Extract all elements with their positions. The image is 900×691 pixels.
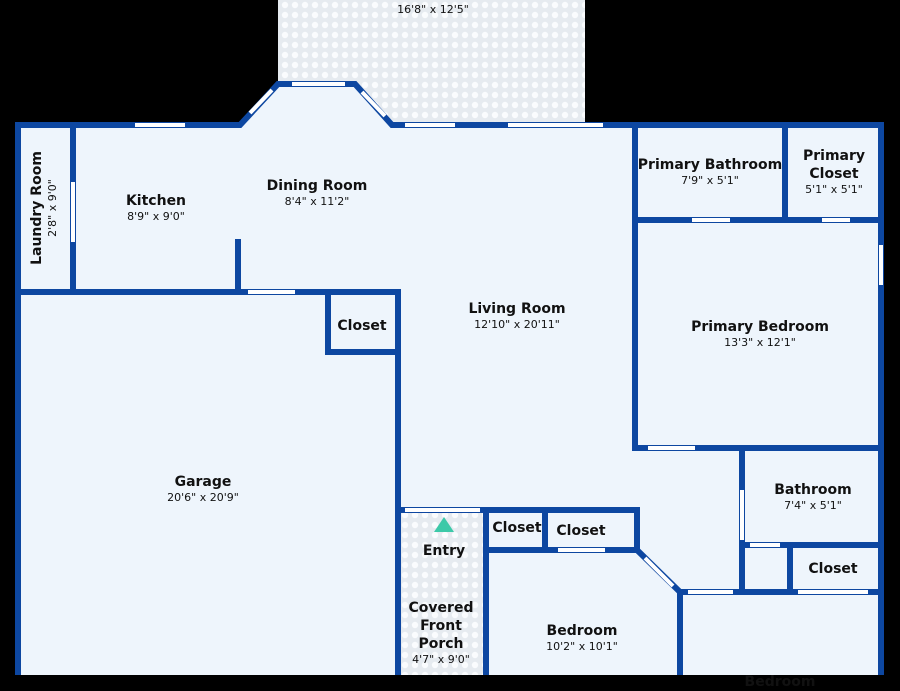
room-name: Bedroom <box>546 623 618 639</box>
room-name: Covered Front Porch <box>408 600 474 652</box>
patio-label: 16'8" x 12'5" <box>397 3 469 17</box>
bedroom-2-label: Bedroom <box>745 673 816 691</box>
room-dims: 13'3" x 12'1" <box>724 336 796 349</box>
room-name: Kitchen <box>125 193 187 209</box>
room-dims: 12'10" x 20'11" <box>474 318 560 331</box>
entry-arrow-icon <box>434 517 454 532</box>
room-name: Entry <box>422 543 466 559</box>
room-name: Primary Bedroom <box>691 319 829 335</box>
entry-label: Entry <box>423 542 465 560</box>
room-name: Bedroom <box>744 674 816 690</box>
room-name: Garage <box>174 474 232 490</box>
entry-closet-label: Closet <box>492 519 541 537</box>
interior-floor <box>18 84 881 675</box>
room-name: Bathroom <box>774 482 852 498</box>
hall-closet-label: Closet <box>556 522 605 540</box>
room-dims: 2'8" x 9'0" <box>46 179 59 237</box>
room-name: Primary Bathroom <box>637 157 783 173</box>
room-name: Closet <box>808 561 858 577</box>
room-name: Closet <box>337 318 387 334</box>
room-name: Closet <box>492 520 542 536</box>
room-dims: 8'9" x 9'0" <box>127 210 185 223</box>
room-name: Dining Room <box>266 178 368 194</box>
room-dims: 8'4" x 11'2" <box>284 195 350 208</box>
room-dims: 7'9" x 5'1" <box>681 174 739 187</box>
room-dims: 7'4" x 5'1" <box>784 499 842 512</box>
room-name: Living Room <box>468 301 566 317</box>
room-dims: 4'7" x 9'0" <box>412 653 470 666</box>
windows-doors <box>71 82 883 594</box>
room-name: Closet <box>556 523 606 539</box>
floor-plan <box>15 0 884 675</box>
garage-closet-label: Closet <box>337 317 386 335</box>
room-name: Primary Closet <box>802 148 866 182</box>
room-dims: 10'2" x 10'1" <box>546 640 618 653</box>
room-dims: 16'8" x 12'5" <box>397 3 469 16</box>
room-dims: 5'1" x 5'1" <box>805 183 863 196</box>
room-dims: 20'6" x 20'9" <box>167 491 239 504</box>
bedroom-closet-label: Closet <box>808 560 857 578</box>
room-name: Laundry Room <box>29 151 45 265</box>
